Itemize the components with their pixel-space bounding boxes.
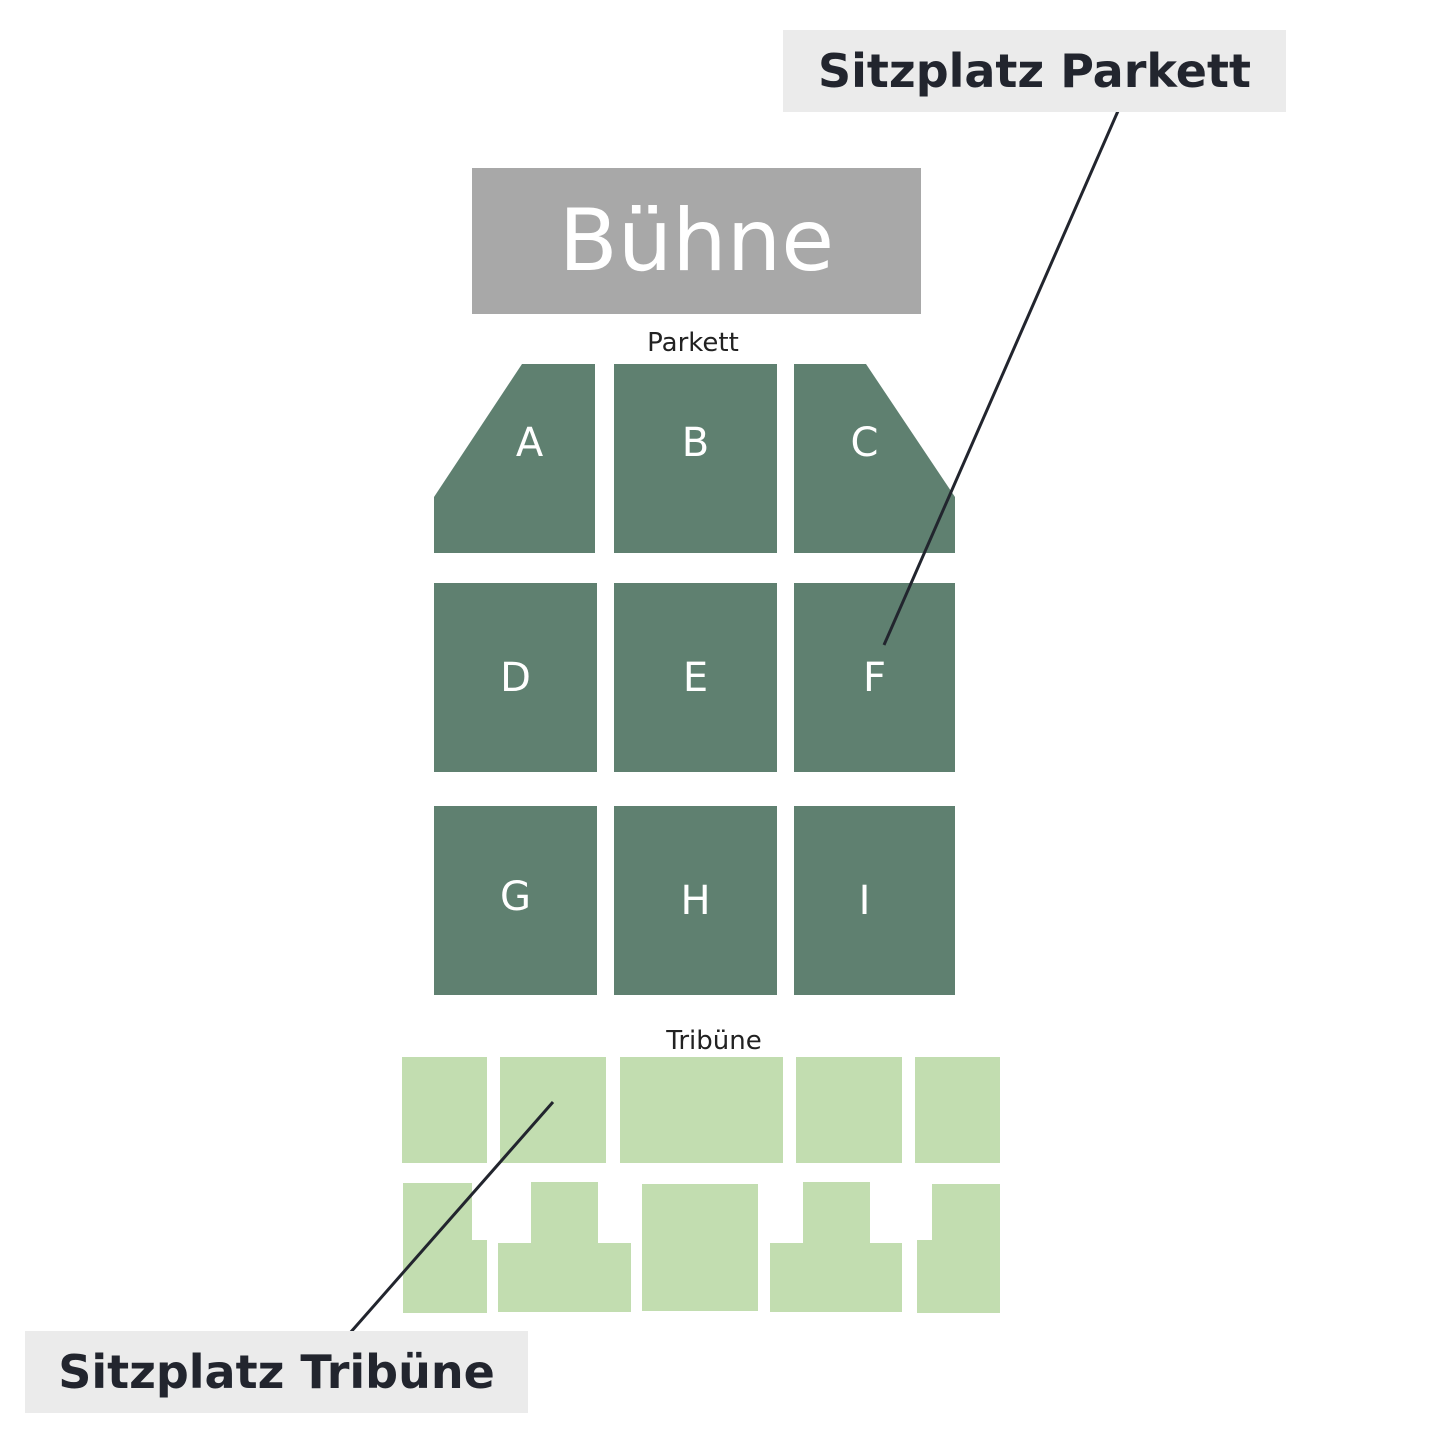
callout-sitzplatz-parkett: Sitzplatz Parkett: [783, 30, 1286, 112]
block-c-label: C: [850, 419, 879, 466]
callout-parkett-text: Sitzplatz Parkett: [818, 44, 1251, 98]
block-d[interactable]: D: [434, 583, 597, 772]
block-g-label: G: [500, 873, 531, 920]
block-f[interactable]: F: [794, 583, 955, 772]
block-h[interactable]: H: [614, 806, 777, 995]
block-h-label: H: [680, 877, 711, 924]
parkett-leader-line: [882, 110, 1120, 646]
tribuene-block-2[interactable]: [500, 1057, 606, 1163]
tribuene-block-3[interactable]: [620, 1057, 783, 1163]
block-g[interactable]: G: [434, 806, 597, 995]
block-b-label: B: [681, 419, 710, 466]
block-e-label: E: [682, 654, 709, 701]
block-b[interactable]: B: [614, 364, 777, 553]
tribuene-block-1[interactable]: [402, 1057, 487, 1163]
stage-label: Bühne: [558, 191, 835, 291]
tribuene-leader-line: [348, 1101, 555, 1334]
block-i-label: I: [858, 877, 871, 924]
tribuene-label: Tribüne: [666, 1026, 762, 1056]
tribuene-block-8[interactable]: [642, 1184, 758, 1311]
callout-tribuene-text: Sitzplatz Tribüne: [58, 1345, 495, 1399]
block-e[interactable]: E: [614, 583, 777, 772]
block-f-label: F: [862, 654, 886, 701]
block-i[interactable]: I: [794, 806, 955, 995]
tribuene-block-5[interactable]: [915, 1057, 1000, 1163]
parkett-label: Parkett: [647, 328, 739, 358]
block-d-label: D: [500, 654, 531, 701]
callout-sitzplatz-tribuene: Sitzplatz Tribüne: [25, 1331, 528, 1413]
block-a-label: A: [515, 419, 544, 466]
tribuene-block-4[interactable]: [796, 1057, 902, 1163]
stage: Bühne: [472, 168, 921, 314]
